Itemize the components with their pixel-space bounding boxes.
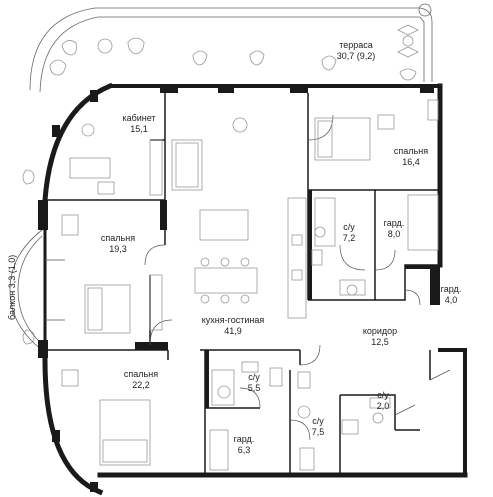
balcony-outline: [9, 229, 43, 351]
room-label-wardrobe-1: гард. 8,0: [384, 218, 405, 240]
room-name: с/у: [248, 372, 260, 382]
room-area: 4,0: [444, 295, 458, 305]
room-area: 5,5: [247, 383, 261, 393]
room-label-bedroom-sw: спальня 22,2: [124, 369, 158, 391]
interior-walls: [45, 93, 440, 475]
room-area: 16,4: [402, 157, 420, 167]
room-area: 7,2: [342, 233, 356, 243]
room-area: 7,5: [311, 427, 325, 437]
room-name: спальня: [123, 369, 159, 379]
room-name: с/у: [343, 222, 355, 232]
room-label-bath-1: с/у 7,2: [343, 222, 356, 244]
room-area: 12,5: [371, 337, 389, 347]
room-label-kitchen: кухня-гостиная 41,9: [202, 315, 264, 337]
room-label-bath-4: с/у 7,5: [312, 416, 325, 438]
room-label-terrace: терраса 30,7 (9,2): [337, 40, 376, 62]
room-name: кабинет: [122, 113, 156, 123]
room-name: коридор: [362, 326, 398, 336]
room-area: 6,3: [237, 445, 251, 455]
furniture: [61, 99, 439, 471]
room-label-bedroom-w: спальня 19,3: [101, 233, 135, 255]
room-name: терраса: [339, 40, 373, 50]
room-area: 30,7 (9,2): [336, 51, 376, 61]
room-name: гард.: [440, 284, 462, 294]
room-label-study: кабинет 15,1: [122, 113, 155, 135]
room-label-bath-3: с/у 2,0: [377, 390, 390, 412]
room-name: балкон: [7, 288, 17, 320]
room-name: гард.: [233, 434, 255, 444]
room-label-corridor: коридор 12,5: [363, 326, 397, 348]
room-name: кухня-гостиная: [201, 315, 265, 325]
room-area: 2,0: [376, 401, 390, 411]
room-name: с/у: [312, 416, 324, 426]
doors: [45, 114, 451, 441]
room-area: 22,2: [132, 380, 150, 390]
room-area: 3,3 (1,0): [7, 254, 17, 289]
room-area: 8,0: [387, 229, 401, 239]
room-area: 19,3: [109, 244, 127, 254]
room-label-wardrobe-3: гард. 6,3: [234, 434, 255, 456]
room-label-balcony: балкон 3,3 (1,0): [7, 255, 18, 320]
room-area: 41,9: [224, 326, 242, 336]
room-label-wardrobe-2: гард. 4,0: [441, 284, 462, 306]
wall-blocks: [38, 86, 440, 492]
room-name: с/у: [377, 390, 389, 400]
terrace-outline: [29, 3, 433, 93]
room-label-bath-2: с/у 5,5: [248, 372, 261, 394]
room-name: спальня: [393, 146, 429, 156]
room-label-bedroom-ne: спальня 16,4: [394, 146, 428, 168]
terrace-furniture: [22, 24, 419, 345]
room-name: гард.: [383, 218, 405, 228]
room-name: спальня: [100, 233, 136, 243]
room-area: 15,1: [130, 124, 148, 134]
